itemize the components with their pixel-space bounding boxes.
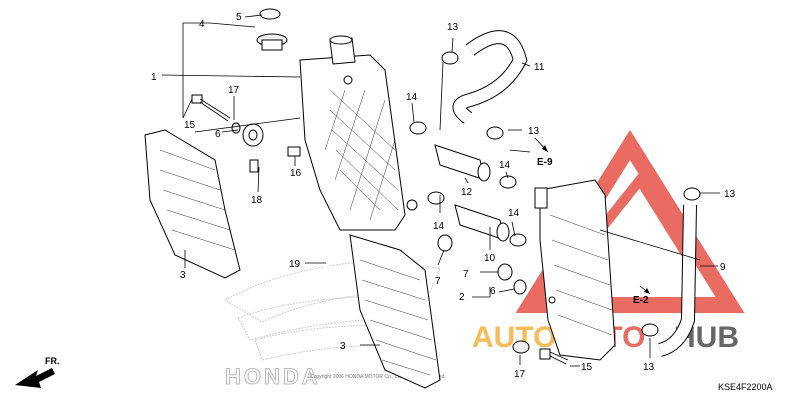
- callout-13: 13: [724, 189, 736, 200]
- ref-e9: E-9: [537, 157, 553, 168]
- callout-19: 19: [289, 259, 301, 270]
- callout-18: 18: [251, 195, 263, 206]
- callout-2: 2: [459, 292, 465, 303]
- callout-17: 17: [228, 85, 240, 96]
- grommet-7: [437, 234, 527, 295]
- callout-12: 12: [461, 187, 473, 198]
- callout-15: 15: [581, 362, 593, 373]
- callout-14: 14: [499, 160, 511, 171]
- overflow-tube: [267, 170, 330, 293]
- lower-hose: [657, 204, 697, 357]
- pipe-12: [434, 144, 491, 182]
- callout-13: 13: [447, 22, 459, 33]
- shroud-upper: [144, 129, 241, 279]
- honda-brand-text: HONDA: [225, 364, 321, 389]
- callout-14: 14: [406, 92, 418, 103]
- ref-e2: E-2: [633, 295, 649, 306]
- bolt-right: [539, 348, 569, 365]
- callout-10: 10: [484, 253, 496, 264]
- bolt-left: [191, 94, 231, 122]
- callout-14: 14: [433, 221, 445, 232]
- hose-clamps: [409, 51, 701, 337]
- callout-7: 7: [463, 269, 469, 280]
- clip-16: [287, 146, 301, 157]
- ref-labels: E-9 E-2: [534, 137, 651, 306]
- shroud-lower: [349, 234, 441, 389]
- radiator-right: [534, 179, 616, 361]
- copyright-text: Copyright 2006 HONDA MOTOR Co., Ltd. All…: [310, 374, 446, 380]
- callout-7: 7: [435, 276, 441, 287]
- leader-lines: [161, 14, 720, 367]
- radiator-cap: [256, 8, 288, 51]
- callout-9: 9: [720, 262, 726, 273]
- callout-5: 5: [236, 12, 242, 23]
- fr-label: FR.: [45, 356, 60, 366]
- callout-3: 3: [180, 270, 186, 281]
- callout-6: 6: [490, 286, 496, 297]
- callout-11: 11: [534, 62, 545, 73]
- callout-13: 13: [528, 126, 540, 137]
- washer-right: [512, 340, 530, 354]
- callout-3: 3: [340, 341, 346, 352]
- callout-13: 13: [643, 362, 655, 373]
- radiator-left: [299, 35, 418, 231]
- callout-14: 14: [508, 208, 520, 219]
- callout-16: 16: [290, 168, 302, 179]
- callout-6: 6: [215, 129, 221, 140]
- callout-4: 4: [199, 19, 205, 30]
- diagram-code: KSE4F2200A: [718, 382, 773, 392]
- clip-18: [249, 159, 259, 173]
- callout-17: 17: [514, 369, 526, 380]
- upper-hose: [452, 30, 528, 124]
- callout-15: 15: [184, 120, 196, 131]
- front-direction-arrow: FR.: [15, 356, 60, 388]
- callout-1: 1: [151, 72, 157, 83]
- pipe-10: [454, 204, 510, 242]
- callout-labels: 1 2 3 3 4 5 6 6 7 7 9 10 11 12 13 13 13 …: [151, 12, 736, 380]
